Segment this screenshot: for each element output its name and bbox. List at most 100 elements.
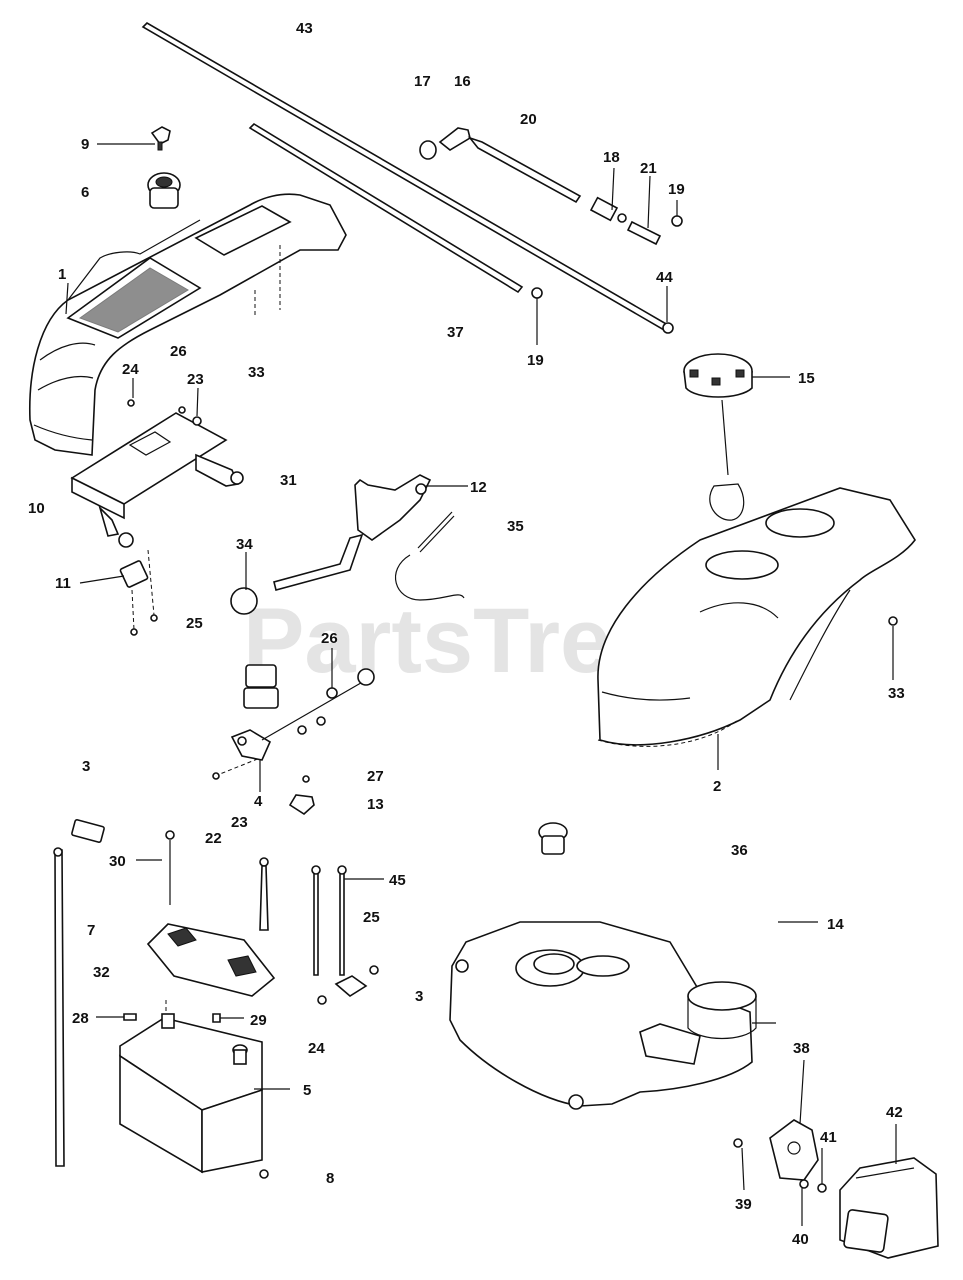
hardware-bolt[interactable] <box>212 772 220 780</box>
part-19-cap-upper[interactable] <box>671 215 683 227</box>
part-25-nut-a[interactable] <box>130 628 138 636</box>
part-26-block[interactable] <box>243 664 279 709</box>
callout-13: 13 <box>367 796 384 813</box>
callout-40: 40 <box>792 1231 809 1248</box>
leader-38 <box>799 1059 805 1125</box>
part-22-bolt[interactable] <box>259 857 269 931</box>
leader-23a <box>196 387 199 417</box>
part-40-nut[interactable] <box>799 1179 809 1189</box>
part-33-bolt[interactable] <box>888 616 898 626</box>
hardware-washer-c[interactable] <box>237 736 247 746</box>
callout-16: 16 <box>454 73 471 90</box>
part-9-key[interactable] <box>150 126 171 151</box>
callout-25a: 25 <box>186 615 203 632</box>
part-18-21-coupler[interactable] <box>589 196 662 246</box>
callout-19a: 19 <box>668 181 685 198</box>
part-23-nut-a[interactable] <box>178 406 186 414</box>
part-38-regulator[interactable] <box>769 1119 819 1181</box>
part-5-battery[interactable] <box>119 1013 263 1174</box>
part-14-fuel-tank[interactable] <box>449 921 757 1110</box>
part-42-box[interactable] <box>839 1157 939 1259</box>
part-30-rod[interactable] <box>165 830 175 905</box>
leader-21 <box>647 175 651 229</box>
part-26-washer[interactable] <box>326 687 338 699</box>
callout-28: 28 <box>72 1010 89 1027</box>
callout-23a: 23 <box>187 371 204 388</box>
part-10-bracket[interactable] <box>70 412 244 548</box>
callout-14: 14 <box>827 916 844 933</box>
part-24-bolt[interactable] <box>127 399 135 407</box>
part-34-knob[interactable] <box>230 587 258 615</box>
part-28-bolt[interactable] <box>123 1013 137 1021</box>
callout-37: 37 <box>447 324 464 341</box>
hardware-washer-b[interactable] <box>297 725 307 735</box>
part-15-fuel-cap[interactable] <box>683 353 753 521</box>
callout-9: 9 <box>81 136 89 153</box>
part-41-nut[interactable] <box>817 1183 827 1193</box>
callout-23b: 23 <box>231 814 248 831</box>
callout-4: 4 <box>254 793 263 810</box>
callout-27: 27 <box>367 768 384 785</box>
part-19-cap-lower[interactable] <box>531 287 543 299</box>
part-27-nut[interactable] <box>302 775 310 783</box>
part-37-rod[interactable] <box>248 122 524 294</box>
callout-3a: 3 <box>82 758 90 775</box>
part-16-17-fitting[interactable] <box>419 127 582 204</box>
callout-26a: 26 <box>170 343 187 360</box>
part-35-spring-cable[interactable] <box>394 511 465 601</box>
callout-35: 35 <box>507 518 524 535</box>
part-44-cap[interactable] <box>662 322 674 334</box>
callout-15: 15 <box>798 370 815 387</box>
callout-30: 30 <box>109 853 126 870</box>
callout-17: 17 <box>414 73 431 90</box>
callout-26b: 26 <box>321 630 338 647</box>
callout-38: 38 <box>793 1040 810 1057</box>
part-29-bolt[interactable] <box>212 1013 221 1023</box>
part-6-ignition-switch[interactable] <box>147 172 181 209</box>
part-3-rod-left[interactable] <box>53 847 65 1167</box>
leader-39 <box>741 1147 745 1191</box>
callout-3b: 3 <box>415 988 423 1005</box>
part-25-clamp[interactable] <box>317 965 379 1005</box>
part-1-left-fender[interactable] <box>28 193 347 456</box>
callout-34: 34 <box>236 536 253 553</box>
part-36-fitting[interactable] <box>538 822 568 855</box>
callout-44: 44 <box>656 269 673 286</box>
part-7-battery-holder[interactable] <box>146 923 276 1018</box>
part-11-clip[interactable] <box>119 549 155 631</box>
callout-31: 31 <box>280 472 297 489</box>
callout-32: 32 <box>93 964 110 981</box>
part-25-nut-b[interactable] <box>150 614 158 622</box>
part-32-pad[interactable] <box>71 819 105 843</box>
callout-41: 41 <box>820 1129 837 1146</box>
leader-11 <box>79 575 125 584</box>
part-45-bolts[interactable] <box>311 865 347 976</box>
callout-1: 1 <box>58 266 66 283</box>
callout-39: 39 <box>735 1196 752 1213</box>
callout-20: 20 <box>520 111 537 128</box>
callout-33a: 33 <box>248 364 265 381</box>
part-4-bracket[interactable] <box>214 679 367 777</box>
part-12-lever-assembly[interactable] <box>273 474 432 591</box>
callout-42: 42 <box>886 1104 903 1121</box>
part-13-fitting[interactable] <box>288 794 315 816</box>
callout-43: 43 <box>296 20 313 37</box>
callout-11: 11 <box>55 575 71 592</box>
watermark-text: PartsTree <box>243 590 662 692</box>
callout-24b: 24 <box>308 1040 325 1057</box>
part-8-nut[interactable] <box>259 1169 269 1179</box>
part-2-right-fender[interactable] <box>597 487 916 747</box>
callout-25b: 25 <box>363 909 380 926</box>
callout-2: 2 <box>713 778 721 795</box>
part-26-pulley[interactable] <box>357 668 375 686</box>
callout-33b: 33 <box>888 685 905 702</box>
callout-29: 29 <box>250 1012 267 1029</box>
part-39-screw[interactable] <box>733 1138 743 1148</box>
hardware-washer-a[interactable] <box>316 716 326 726</box>
part-23-nut-b[interactable] <box>192 416 202 426</box>
leader-1 <box>65 282 69 315</box>
callout-19b: 19 <box>527 352 544 369</box>
leader-18 <box>611 167 615 211</box>
callout-45: 45 <box>389 872 406 889</box>
